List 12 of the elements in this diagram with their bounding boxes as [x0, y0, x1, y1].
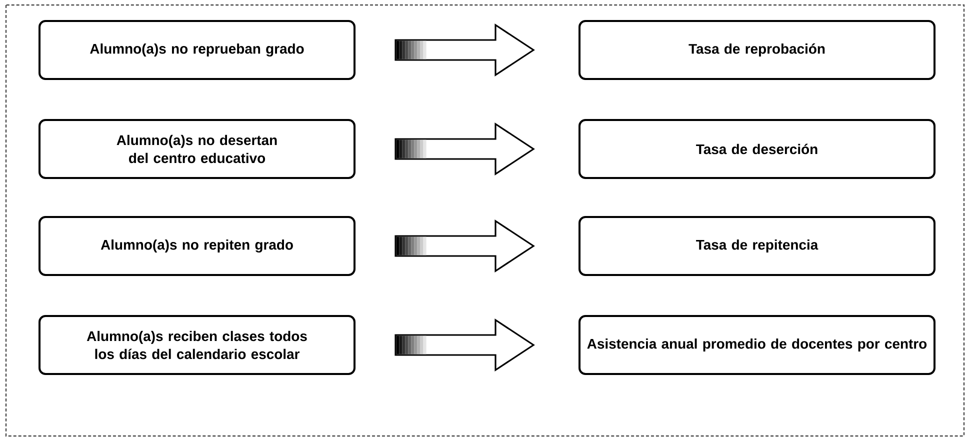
- block-arrow: [394, 220, 535, 272]
- text-box: Alumno(a)s no reprueban grado: [38, 20, 356, 80]
- block-arrow: [394, 122, 535, 176]
- text-box: Asistencia anual promedio de docentes por centro: [578, 315, 936, 375]
- text-box: Tasa de repitencia: [578, 216, 936, 276]
- block-arrow: [394, 24, 535, 76]
- block-arrow: [394, 318, 535, 372]
- text-box: Alumno(a)s no desertan del centro educativo: [38, 119, 356, 179]
- text-box: Alumno(a)s no repiten grado: [38, 216, 356, 276]
- text-box: Tasa de deserción: [578, 119, 936, 179]
- text-box: Tasa de reprobación: [578, 20, 936, 80]
- text-box: Alumno(a)s reciben clases todos los días del calendario escolar: [38, 315, 356, 375]
